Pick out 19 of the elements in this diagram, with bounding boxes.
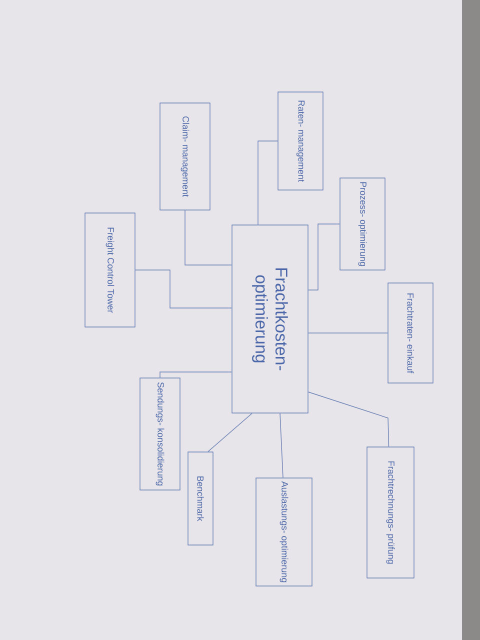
topic-box: Raten- management bbox=[278, 92, 324, 190]
topic-box: Freight Control Tower bbox=[84, 212, 136, 328]
topic-box: Frachtraten- einkauf bbox=[388, 282, 434, 384]
center-box: Frachtkosten- optimierung bbox=[232, 224, 308, 414]
topic-box: Benchmark bbox=[188, 452, 214, 546]
topic-box: Claim- management bbox=[160, 102, 210, 210]
connector-line bbox=[160, 372, 232, 378]
topic-box: Auslastungs- optimierung bbox=[256, 478, 312, 586]
connector-line bbox=[135, 270, 232, 308]
topic-box: Prozess- optimierung bbox=[340, 178, 386, 270]
topic-box: Sendungs- konsolidierung bbox=[140, 378, 180, 490]
topic-box: Frachtrechnungs- prüfung bbox=[366, 446, 414, 578]
connector-line bbox=[308, 332, 388, 334]
connector-line bbox=[308, 392, 390, 447]
connector-line bbox=[308, 224, 340, 290]
connector-line bbox=[184, 210, 232, 266]
connector-line bbox=[208, 413, 252, 452]
connector-line bbox=[258, 140, 278, 225]
connector-line bbox=[280, 413, 284, 478]
